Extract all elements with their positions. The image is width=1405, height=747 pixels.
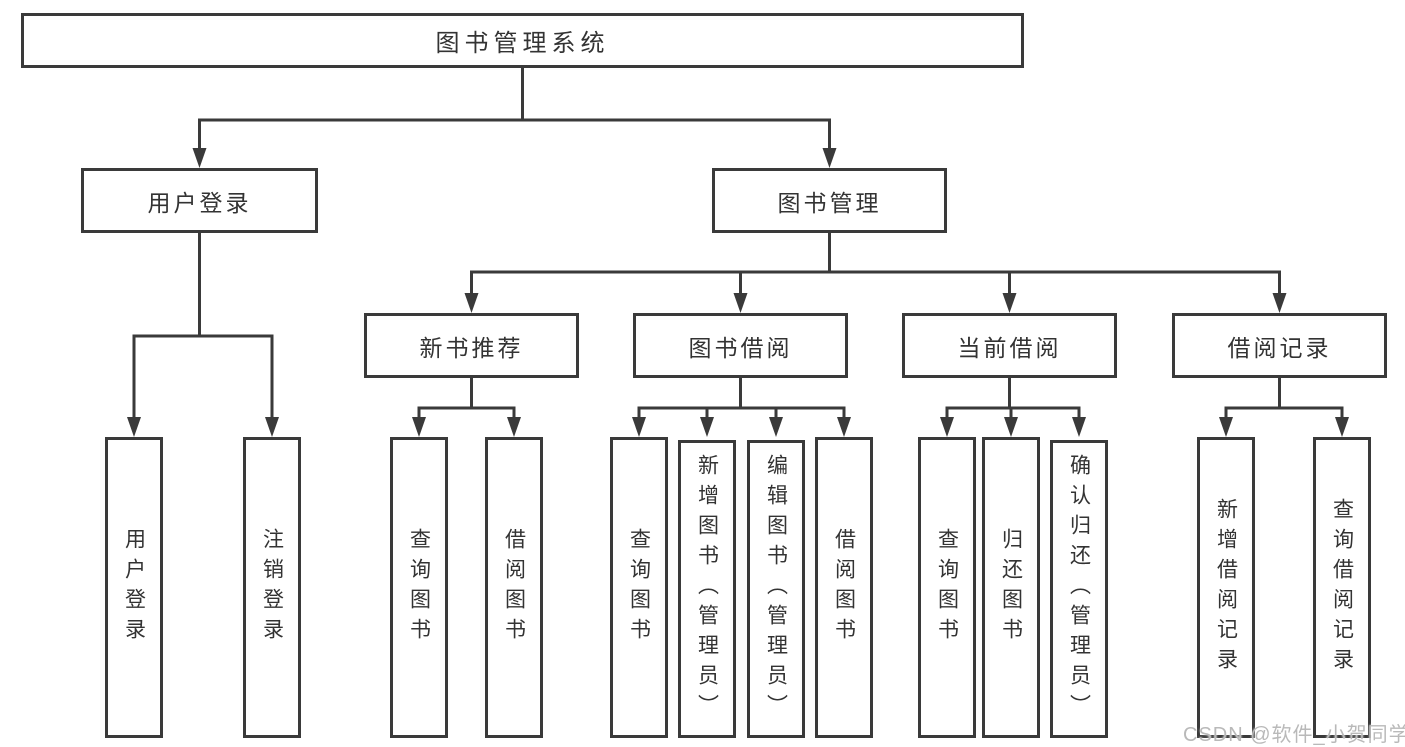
node-user-login: 用户登录 [81, 168, 318, 233]
connector-bookborrow-to-leaves [632, 378, 851, 437]
leaf-add-borrow-record-label: 新增借阅记录 [1214, 497, 1238, 678]
leaf-query-books-1: 查询图书 [390, 437, 448, 738]
leaf-logout: 注销登录 [243, 437, 301, 738]
leaf-query-books-3-label: 查询图书 [935, 527, 959, 648]
node-borrowing-records-label: 借阅记录 [1227, 334, 1332, 361]
arrowhead [733, 293, 748, 313]
leaf-return-book-label: 归还图书 [999, 527, 1023, 648]
node-new-book-recommendation-label: 新书推荐 [419, 334, 524, 361]
leaf-user-login-label: 用户登录 [122, 527, 146, 648]
connector-bookmgmt-to-level3 [464, 233, 1287, 313]
arrowhead [1272, 293, 1287, 313]
leaf-borrow-books-2-label: 借阅图书 [832, 527, 856, 648]
node-library-management-system: 图书管理系统 [21, 13, 1024, 68]
arrowhead [837, 417, 851, 437]
arrowhead [632, 417, 646, 437]
connector-userlogin-to-leaves [127, 233, 279, 437]
leaf-query-borrow-record: 查询借阅记录 [1313, 437, 1371, 738]
leaf-add-book-admin: 新增图书（管理员） [678, 440, 736, 738]
leaf-query-books-2-label: 查询图书 [627, 527, 651, 648]
arrowhead [1072, 417, 1086, 437]
leaf-query-books-2: 查询图书 [610, 437, 668, 738]
node-current-borrowing-label: 当前借阅 [957, 334, 1062, 361]
arrowhead [412, 417, 426, 437]
arrowhead [822, 148, 837, 168]
node-user-login-label: 用户登录 [147, 189, 252, 216]
arrowhead [127, 417, 141, 437]
leaf-add-book-admin-label: 新增图书（管理员） [695, 454, 719, 724]
leaf-confirm-return-admin-label: 确认归还（管理员） [1067, 454, 1091, 724]
leaf-return-book: 归还图书 [982, 437, 1040, 738]
leaf-edit-book-admin-label: 编辑图书（管理员） [764, 454, 788, 724]
arrowhead [769, 417, 783, 437]
leaf-query-borrow-record-label: 查询借阅记录 [1330, 497, 1354, 678]
arrowhead [265, 417, 279, 437]
node-book-borrowing-label: 图书借阅 [688, 334, 793, 361]
connector-newbookrec-to-leaves [412, 378, 521, 437]
arrowhead [507, 417, 521, 437]
arrowhead [940, 417, 954, 437]
arrowhead [1219, 417, 1233, 437]
arrowhead [1004, 417, 1018, 437]
leaf-add-borrow-record: 新增借阅记录 [1197, 437, 1255, 738]
leaf-borrow-books-1-label: 借阅图书 [502, 527, 526, 648]
arrowhead [700, 417, 714, 437]
connector-borrowrecord-to-leaves [1219, 378, 1349, 437]
arrowhead [464, 293, 479, 313]
leaf-borrow-books-1: 借阅图书 [485, 437, 543, 738]
node-current-borrowing: 当前借阅 [902, 313, 1117, 378]
connector-currentborrow-to-leaves [940, 378, 1086, 437]
node-book-management: 图书管理 [712, 168, 947, 233]
leaf-borrow-books-2: 借阅图书 [815, 437, 873, 738]
leaf-edit-book-admin: 编辑图书（管理员） [747, 440, 805, 738]
node-library-management-system-label: 图书管理系统 [435, 30, 610, 57]
leaf-query-books-3: 查询图书 [918, 437, 976, 738]
leaf-query-books-1-label: 查询图书 [407, 527, 431, 648]
arrowhead [192, 148, 207, 168]
leaf-confirm-return-admin: 确认归还（管理员） [1050, 440, 1108, 738]
node-new-book-recommendation: 新书推荐 [364, 313, 579, 378]
arrowhead [1002, 293, 1017, 313]
arrowhead [1335, 417, 1349, 437]
node-book-borrowing: 图书借阅 [633, 313, 848, 378]
node-book-management-label: 图书管理 [777, 189, 882, 216]
node-borrowing-records: 借阅记录 [1172, 313, 1387, 378]
watermark: CSDN @软件_小贺同学 [1183, 724, 1405, 746]
leaf-logout-label: 注销登录 [260, 527, 284, 648]
connector-root-to-level2 [192, 68, 837, 168]
leaf-user-login: 用户登录 [105, 437, 163, 738]
